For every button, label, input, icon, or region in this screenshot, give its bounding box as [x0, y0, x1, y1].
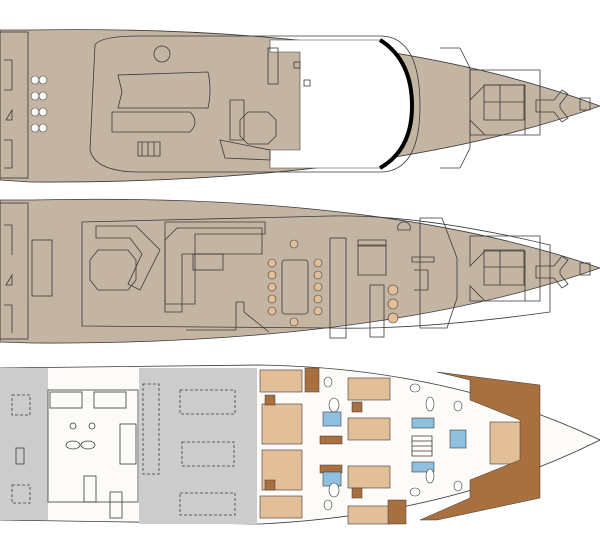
crew-area: [47, 389, 139, 519]
upper-deck: [0, 29, 600, 183]
aft-swim-area: [0, 31, 29, 179]
main-deck: [0, 198, 600, 344]
helm-seat: [153, 45, 171, 63]
jet-ski: [111, 111, 196, 133]
machinery-outlines: [11, 383, 236, 516]
wood-cabinets: [264, 367, 541, 525]
crew-bunk: [49, 391, 83, 409]
aft-sofa: [31, 239, 53, 297]
aft-table: [89, 249, 137, 291]
engine-room: [139, 368, 257, 524]
sink-icon: [65, 440, 81, 450]
dining-table: [281, 259, 309, 315]
crew-cabinet: [83, 475, 97, 503]
aft-platform: [0, 202, 29, 340]
stool: [293, 61, 301, 69]
stairs-to-lower: [411, 256, 435, 291]
glass-showers: [322, 411, 467, 487]
galley-counter: [329, 237, 347, 339]
stairs: [137, 141, 161, 157]
stairs: [411, 435, 433, 457]
jacuzzi: [239, 111, 277, 145]
anchor-windlass: [535, 255, 569, 289]
anchor-windlass: [535, 89, 569, 123]
main-salon-interior: [81, 215, 551, 329]
sink-icon: [80, 440, 96, 450]
aft-stairs: [4, 224, 13, 333]
coffee-table: [192, 253, 224, 271]
foredeck-divider: [440, 47, 471, 169]
crew-cabinet: [109, 491, 123, 519]
aft-lounge-sofa: [95, 225, 161, 291]
bow-sunpad: [469, 69, 541, 136]
toilets: [323, 376, 463, 511]
hatch: [579, 262, 591, 276]
toilet-icon: [88, 422, 96, 430]
stool: [303, 79, 311, 87]
bow-sunpad-cushions: [483, 249, 525, 286]
bar-stools: [387, 284, 399, 324]
sunbed-cushions: [30, 75, 48, 133]
guest-cabins: [259, 369, 525, 525]
salon-counter: [186, 301, 270, 333]
toilet-icon: [69, 422, 77, 430]
windscreen-arc: [378, 38, 415, 170]
wheelhouse-console: [419, 217, 458, 329]
aft-stairs: [4, 59, 13, 169]
helm-chair: [397, 221, 411, 231]
hatch: [579, 97, 591, 111]
lower-deck: [0, 364, 600, 525]
tender: [117, 71, 211, 109]
upper-deck-house: [89, 35, 421, 173]
bar-counter: [267, 47, 279, 85]
hatch: [15, 447, 25, 465]
engine-room-aft: [0, 368, 48, 520]
bow-sunpad-cushions: [483, 84, 525, 121]
bow-sunpad: [469, 235, 541, 302]
pantry: [357, 239, 387, 276]
dining-chairs: [267, 239, 323, 327]
crew-bunk: [93, 391, 127, 409]
galley-sink: [369, 284, 385, 338]
crew-bunk: [119, 423, 137, 465]
